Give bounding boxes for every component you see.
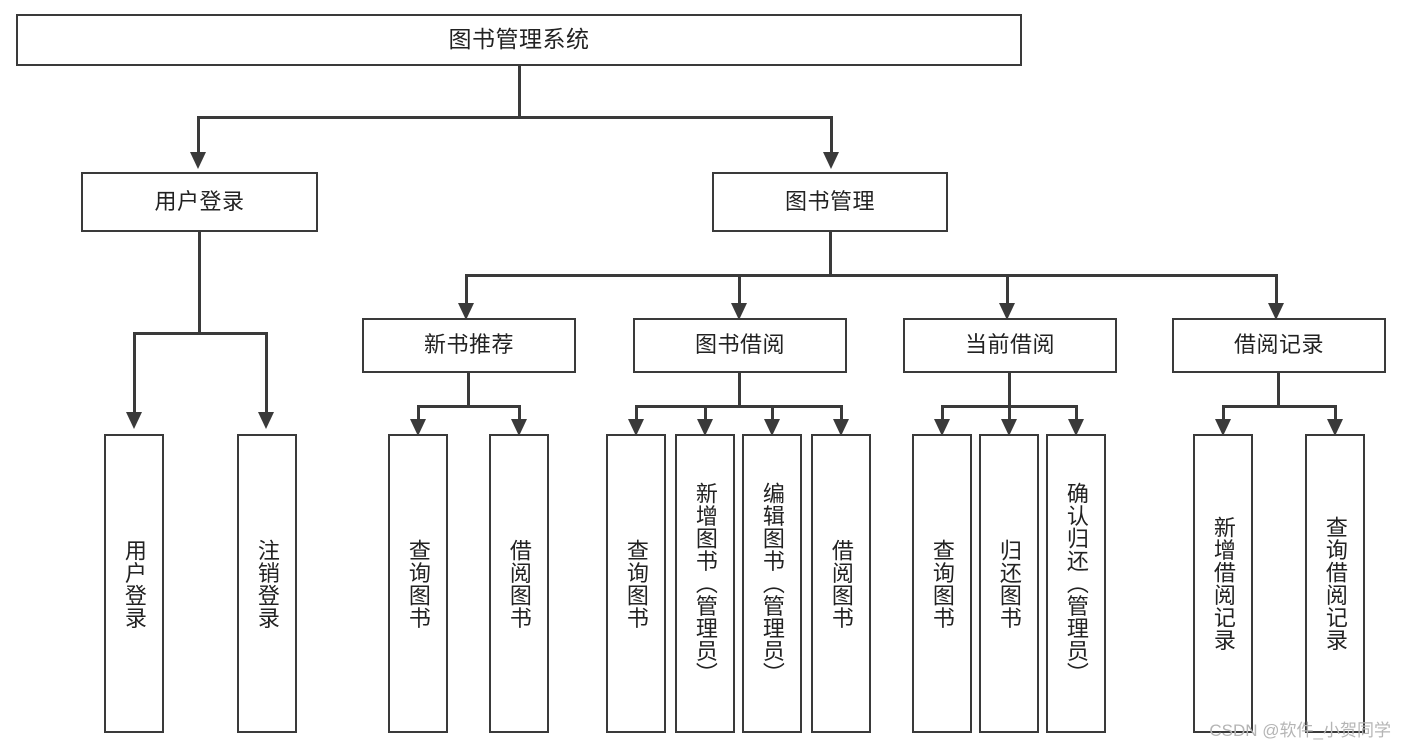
connector-borrow-record-stem xyxy=(1277,373,1280,407)
arrowhead-borrow-record xyxy=(1268,303,1284,320)
connector-borrow-record-bus xyxy=(1222,405,1337,408)
connector-cb-to-leaf-1 xyxy=(941,405,944,427)
node-label: 查询图书 xyxy=(623,538,649,629)
node-label: 查询图书 xyxy=(405,538,431,629)
leaf-logout-login[interactable]: 注销登录 xyxy=(237,434,297,733)
connector-br-to-leaf-2 xyxy=(1334,405,1337,427)
connector-bb-to-leaf-3 xyxy=(771,405,774,427)
connector-user-login-stem xyxy=(198,232,201,334)
node-label: 新书推荐 xyxy=(423,332,514,358)
node-book-management[interactable]: 图书管理 xyxy=(712,172,948,232)
leaf-borrow-book-1[interactable]: 借阅图书 xyxy=(489,434,549,733)
node-label: 当前借阅 xyxy=(964,332,1055,358)
connector-user-login-to-leaf-1 xyxy=(133,332,136,414)
arrowhead-to-user-login xyxy=(190,152,206,169)
leaf-query-book-3[interactable]: 查询图书 xyxy=(912,434,972,733)
node-book-borrow[interactable]: 图书借阅 xyxy=(633,318,847,373)
connector-user-login-bus xyxy=(133,332,268,335)
connector-book-management-bus xyxy=(465,274,1277,277)
arrowhead-leaf-user-login xyxy=(126,412,142,429)
leaf-query-book-1[interactable]: 查询图书 xyxy=(388,434,448,733)
arrowhead-leaf-add-borrow-record xyxy=(1215,419,1231,436)
node-label: 图书管理系统 xyxy=(448,26,590,53)
leaf-query-book-2[interactable]: 查询图书 xyxy=(606,434,666,733)
connector-root-stem xyxy=(518,66,521,118)
node-label: 确认归还（管理员） xyxy=(1063,482,1089,685)
node-user-login[interactable]: 用户登录 xyxy=(81,172,318,232)
connector-bb-to-leaf-4 xyxy=(840,405,843,427)
connector-current-borrow-stem xyxy=(1008,373,1011,407)
arrowhead-leaf-query-borrow-record xyxy=(1327,419,1343,436)
connector-new-book-bus xyxy=(417,405,521,408)
connector-bm-to-current-borrow xyxy=(1006,274,1009,306)
node-label: 借阅记录 xyxy=(1233,332,1324,358)
node-current-borrow[interactable]: 当前借阅 xyxy=(903,318,1117,373)
node-label: 新增借阅记录 xyxy=(1210,516,1236,651)
node-label: 查询图书 xyxy=(929,538,955,629)
connector-book-borrow-bus xyxy=(635,405,843,408)
node-borrow-record[interactable]: 借阅记录 xyxy=(1172,318,1386,373)
node-label: 图书管理 xyxy=(784,188,875,214)
arrowhead-leaf-query-book-2 xyxy=(628,419,644,436)
arrowhead-leaf-confirm-return-admin xyxy=(1068,419,1084,436)
arrowhead-new-book-recommend xyxy=(458,303,474,320)
node-label: 用户登录 xyxy=(121,538,147,629)
watermark-text: CSDN @软件_小贺同学 xyxy=(1209,721,1391,740)
node-label: 借阅图书 xyxy=(828,538,854,629)
leaf-add-borrow-record[interactable]: 新增借阅记录 xyxy=(1193,434,1253,733)
connector-bm-to-new-book xyxy=(465,274,468,306)
connector-root-bus xyxy=(197,116,833,119)
node-label: 图书借阅 xyxy=(694,332,785,358)
node-root-library-management-system[interactable]: 图书管理系统 xyxy=(16,14,1022,66)
connector-new-book-stem xyxy=(467,373,470,407)
connector-bb-to-leaf-2 xyxy=(704,405,707,427)
connector-book-borrow-stem xyxy=(738,373,741,407)
connector-bb-to-leaf-1 xyxy=(635,405,638,427)
arrowhead-leaf-borrow-book-1 xyxy=(511,419,527,436)
leaf-borrow-book-2[interactable]: 借阅图书 xyxy=(811,434,871,733)
node-label: 注销登录 xyxy=(254,538,280,629)
leaf-confirm-return-admin[interactable]: 确认归还（管理员） xyxy=(1046,434,1106,733)
node-label: 新增图书（管理员） xyxy=(692,482,718,685)
leaf-return-book[interactable]: 归还图书 xyxy=(979,434,1039,733)
connector-book-management-stem xyxy=(829,232,832,276)
arrowhead-leaf-query-book-1 xyxy=(410,419,426,436)
arrowhead-book-borrow xyxy=(731,303,747,320)
leaf-user-login[interactable]: 用户登录 xyxy=(104,434,164,733)
arrowhead-leaf-add-book-admin xyxy=(697,419,713,436)
node-new-book-recommend[interactable]: 新书推荐 xyxy=(362,318,576,373)
arrowhead-leaf-borrow-book-2 xyxy=(833,419,849,436)
node-label: 查询借阅记录 xyxy=(1322,516,1348,651)
connector-br-to-leaf-1 xyxy=(1222,405,1225,427)
connector-new-book-to-leaf-2 xyxy=(518,405,521,427)
arrowhead-current-borrow xyxy=(999,303,1015,320)
arrowhead-to-book-management xyxy=(823,152,839,169)
arrowhead-leaf-query-book-3 xyxy=(934,419,950,436)
connector-user-login-to-leaf-2 xyxy=(265,332,268,414)
connector-bm-to-borrow-record xyxy=(1275,274,1278,306)
connector-root-to-book-management xyxy=(830,116,833,156)
arrowhead-leaf-logout-login xyxy=(258,412,274,429)
connector-cb-to-leaf-2 xyxy=(1008,405,1011,427)
connector-cb-to-leaf-3 xyxy=(1075,405,1078,427)
leaf-query-borrow-record[interactable]: 查询借阅记录 xyxy=(1305,434,1365,733)
connector-new-book-to-leaf-1 xyxy=(417,405,420,427)
node-label: 归还图书 xyxy=(996,538,1022,629)
leaf-edit-book-admin[interactable]: 编辑图书（管理员） xyxy=(742,434,802,733)
node-label: 借阅图书 xyxy=(506,538,532,629)
arrowhead-leaf-return-book xyxy=(1001,419,1017,436)
connector-root-to-user-login xyxy=(197,116,200,156)
leaf-add-book-admin[interactable]: 新增图书（管理员） xyxy=(675,434,735,733)
arrowhead-leaf-edit-book-admin xyxy=(764,419,780,436)
node-label: 编辑图书（管理员） xyxy=(759,482,785,685)
node-label: 用户登录 xyxy=(154,188,245,214)
connector-bm-to-book-borrow xyxy=(738,274,741,306)
